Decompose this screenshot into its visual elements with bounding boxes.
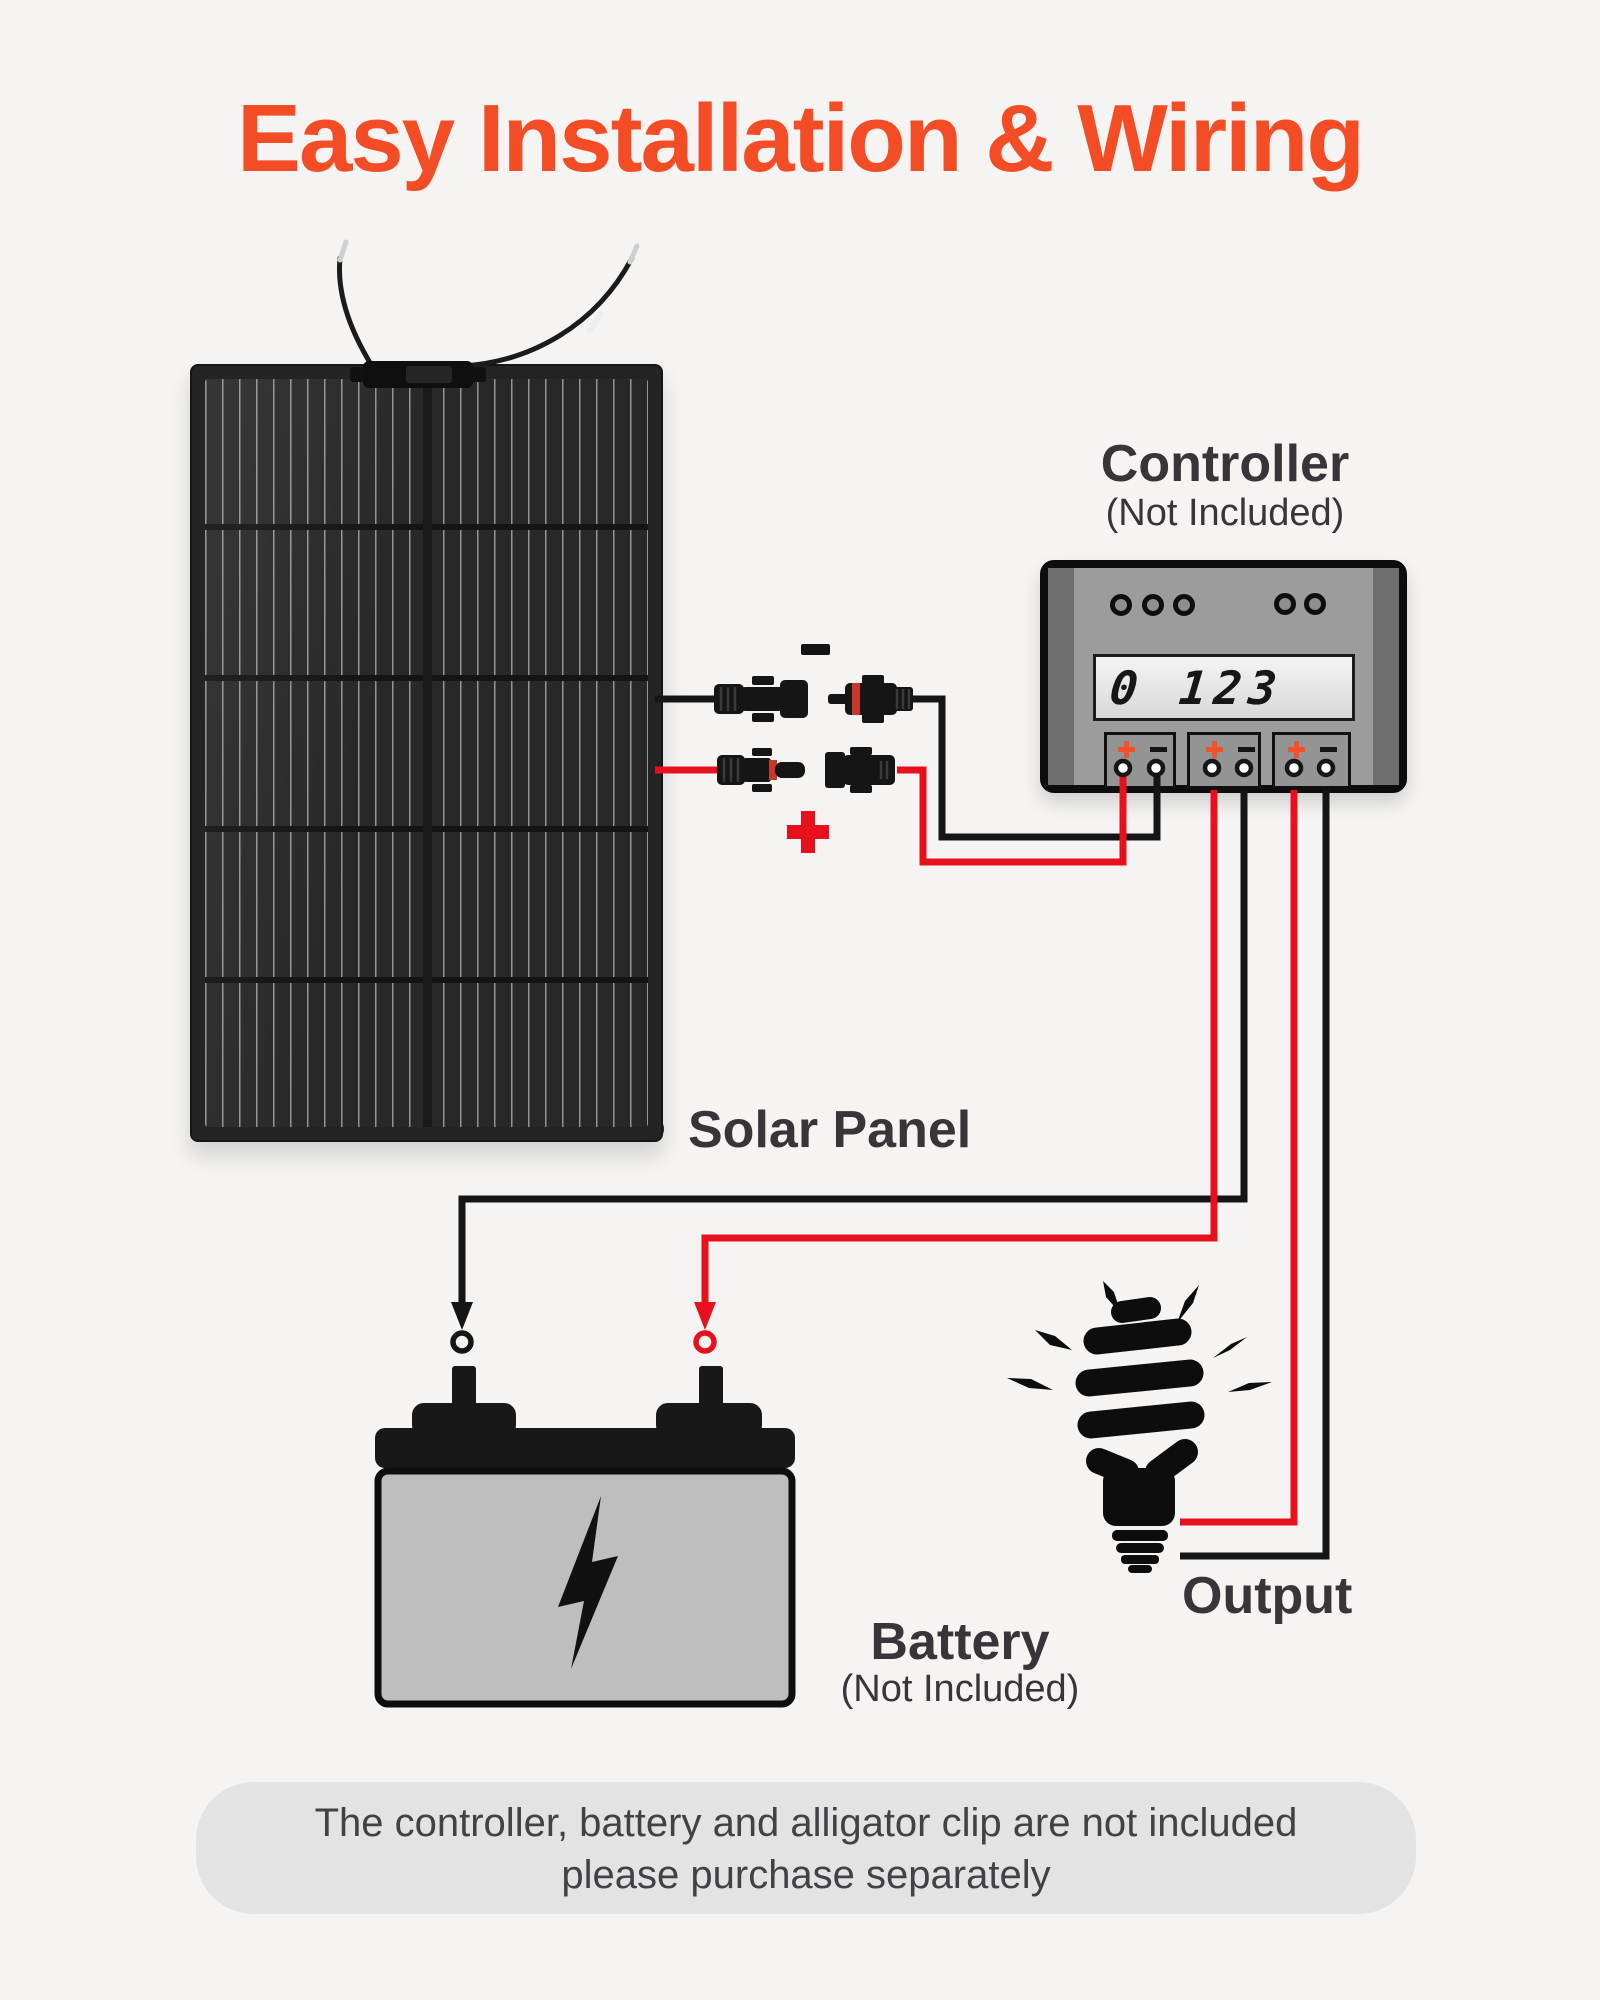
battery-post-negative — [452, 1366, 476, 1412]
terminal-minus-symbol — [1238, 747, 1255, 752]
alligator-clip-positive — [693, 1330, 717, 1354]
terminal-minus-symbol — [1320, 747, 1337, 752]
arrowhead-icon — [694, 1302, 716, 1330]
minus-symbol — [801, 644, 830, 655]
light-ray — [1035, 1330, 1072, 1350]
indicator-light — [1173, 594, 1195, 616]
battery-availability: (Not Included) — [840, 1668, 1080, 1710]
light-ray — [1228, 1382, 1272, 1392]
battery-lid — [375, 1428, 795, 1468]
solar-panel-image — [190, 364, 663, 1142]
wire-output-positive — [1180, 790, 1298, 1526]
light-ray — [1213, 1337, 1247, 1358]
lcd-reading: 0 123 — [1107, 660, 1287, 715]
wire-battery-positive — [693, 790, 1218, 1354]
footer-line1: The controller, battery and alligator cl… — [314, 1801, 1298, 1845]
lcd-display: 0 123 — [1093, 654, 1355, 721]
terminal-plus-symbol — [1206, 741, 1223, 758]
controller-availability: (Not Included) — [1105, 492, 1345, 534]
footer-note: The controller, battery and alligator cl… — [196, 1782, 1416, 1914]
wire-output-negative — [1180, 790, 1330, 1560]
plus-symbol — [787, 811, 829, 853]
light-ray — [1103, 1281, 1121, 1314]
controller-side-strip — [1373, 568, 1399, 785]
battery-label: Battery — [870, 1613, 1050, 1671]
mc4-connector-negative-female — [714, 676, 808, 722]
pigtail-wire-right — [459, 255, 635, 369]
light-ray — [1177, 1285, 1199, 1323]
mc4-connector-positive-female — [717, 748, 805, 792]
footer-line2: please purchase separately — [561, 1853, 1051, 1897]
light-ray — [1007, 1378, 1053, 1390]
controller-label: Controller — [1100, 435, 1350, 493]
cfl-bulb-icon — [1007, 1281, 1272, 1573]
terminal-block-solar — [1104, 732, 1176, 789]
terminal-minus-symbol — [1150, 747, 1167, 752]
output-label: Output — [1182, 1567, 1353, 1625]
pigtail-band — [587, 311, 604, 333]
pigtail-tip — [337, 239, 349, 263]
solar-panel-label: Solar Panel — [688, 1101, 972, 1159]
alligator-clip-negative — [450, 1330, 474, 1354]
terminal-block-battery — [1187, 732, 1261, 789]
terminal-plus-symbol — [1118, 741, 1135, 758]
terminal-block-output — [1272, 732, 1351, 789]
controller-side-strip — [1048, 568, 1074, 785]
indicator-light — [1110, 594, 1132, 616]
battery-post-positive — [699, 1366, 723, 1412]
mc4-connector-positive-male — [825, 747, 895, 793]
terminal-plus-symbol — [1288, 741, 1305, 758]
battery-body — [374, 1467, 796, 1708]
panel-center-divider — [422, 379, 432, 1127]
pigtail-wire-left — [336, 255, 375, 369]
pigtail-tip — [627, 243, 640, 265]
arrowhead-icon — [451, 1302, 473, 1330]
battery-image — [374, 1366, 796, 1708]
mc4-connector-negative-male — [828, 675, 913, 723]
indicator-light — [1304, 593, 1326, 615]
page-title: Easy Installation & Wiring — [236, 85, 1365, 192]
lightning-bolt-icon — [558, 1496, 618, 1669]
indicator-light — [1142, 594, 1164, 616]
indicator-light — [1274, 593, 1296, 615]
bulb-base — [1103, 1468, 1175, 1526]
